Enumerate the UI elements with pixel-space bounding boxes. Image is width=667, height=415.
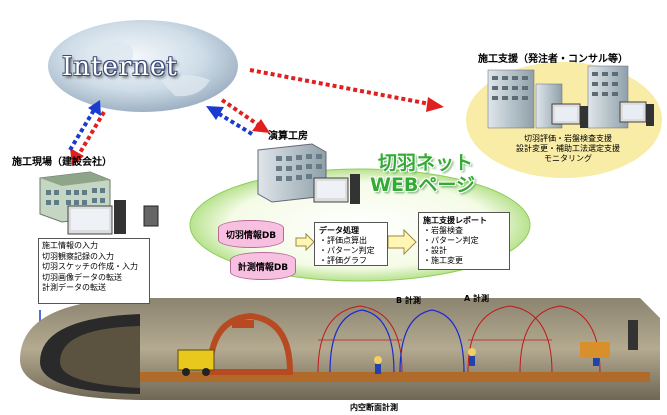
compute-title: 演算工房 xyxy=(268,131,308,142)
data-processing-title: データ処理 xyxy=(319,226,359,235)
support-items: 切羽評価・岩盤検査支援 設計変更・補助工法選定支援 モニタリング xyxy=(488,134,648,164)
tunnel-illustration xyxy=(20,298,660,400)
flow-arrow-1 xyxy=(295,232,315,252)
web-title-line1: 切羽ネット xyxy=(378,152,474,174)
red-arrow-to-support xyxy=(249,68,444,112)
data-processing-item: ・パターン判定 xyxy=(319,246,375,255)
support-report-title: 施工支援レポート xyxy=(423,216,487,225)
support-title: 施工支援（発注者・コンサル等） xyxy=(478,54,628,65)
red-arrow-to-site xyxy=(70,110,106,166)
web-title-line2: WEBページ xyxy=(370,174,476,196)
red-arrow-to-compute xyxy=(220,98,270,133)
a-measurement-label: A 計測 xyxy=(464,294,489,303)
support-report-box: 施工支援レポート ・岩盤検査 ・パターン判定 ・設計 ・施工変更 xyxy=(418,212,510,270)
support-buildings-icon xyxy=(487,65,654,129)
construction-site-title: 施工現場（建設会社） xyxy=(12,157,112,168)
site-item: 切羽観察記録の入力 xyxy=(42,251,114,261)
flow-arrow-2 xyxy=(387,228,417,256)
data-processing-item: ・評価点算出 xyxy=(319,236,367,245)
site-item: 施工情報の入力 xyxy=(42,241,98,250)
site-item: 切羽スケッチの作成・入力 xyxy=(42,262,138,272)
support-report-item: ・パターン判定 xyxy=(423,236,479,245)
compute-building-icon xyxy=(257,143,360,204)
support-report-item: ・設計 xyxy=(423,246,447,255)
b-measurement-label: B 計測 xyxy=(396,296,421,305)
support-item: モニタリング xyxy=(544,154,592,163)
support-report-item: ・施工変更 xyxy=(423,256,463,265)
construction-site-items: 施工情報の入力 切羽観察記録の入力 切羽スケッチの作成・入力 切羽画像データの転… xyxy=(38,238,150,304)
support-report-item: ・岩盤検査 xyxy=(423,226,463,235)
inner-section-label: 内空断面計測 xyxy=(350,403,398,412)
blue-arrow-from-site xyxy=(68,100,101,152)
support-item: 切羽評価・岩盤検査支援 xyxy=(524,134,612,143)
kiriha-db: 切羽情報DB xyxy=(218,220,284,248)
site-building-icon xyxy=(39,171,159,235)
site-item: 切羽画像データの転送 xyxy=(42,272,122,282)
blue-arrow-from-compute xyxy=(206,106,254,136)
internet-globe xyxy=(48,20,238,112)
keisoku-db: 計測情報DB xyxy=(230,252,296,280)
site-item: 計測データの転送 xyxy=(42,283,106,293)
data-processing-item: ・評価グラフ xyxy=(319,256,367,265)
support-item: 設計変更・補助工法選定支援 xyxy=(516,144,620,153)
data-processing-box: データ処理 ・評価点算出 ・パターン判定 ・評価グラフ xyxy=(314,222,388,266)
internet-label: Internet xyxy=(62,52,178,82)
